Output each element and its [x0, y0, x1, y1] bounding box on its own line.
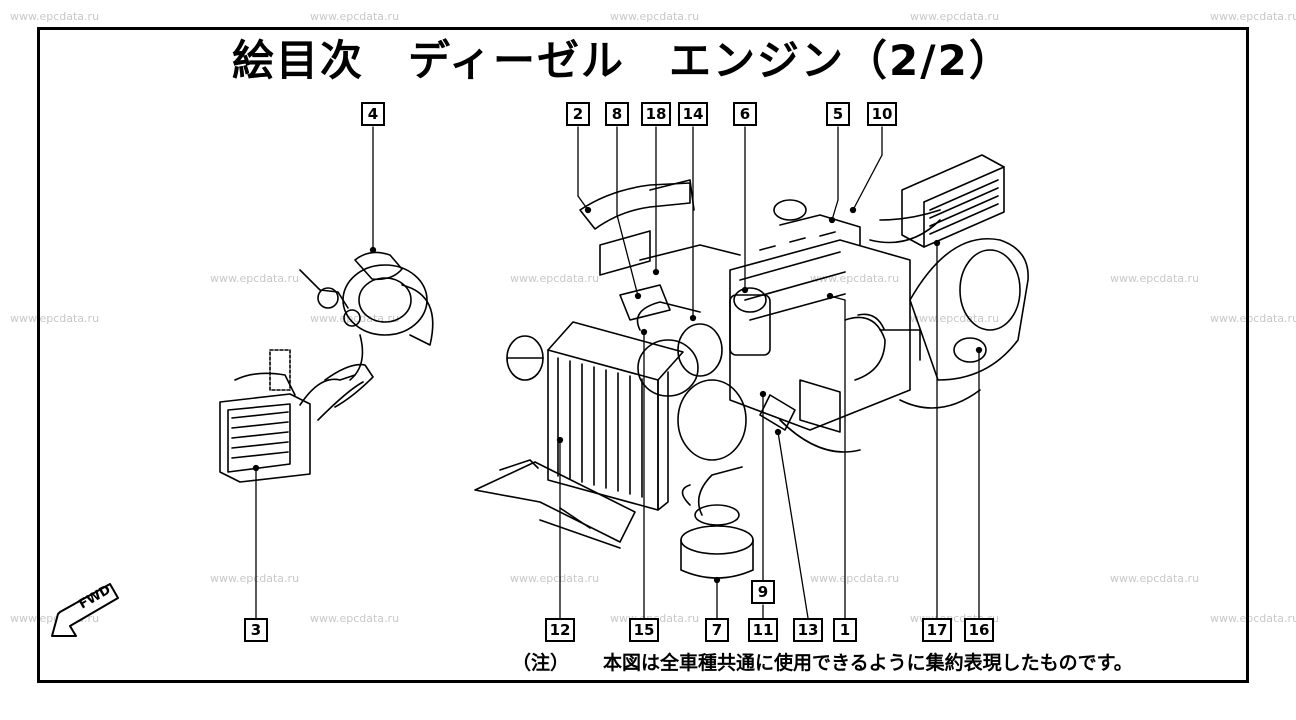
watermark: www.epcdata.ru — [210, 572, 300, 585]
callout-2: 2 — [566, 102, 590, 126]
callout-15: 15 — [629, 618, 659, 642]
watermark: www.epcdata.ru — [1210, 612, 1296, 625]
air-cleaner-drawing — [680, 466, 754, 579]
callout-5: 5 — [826, 102, 850, 126]
watermark: www.epcdata.ru — [1210, 312, 1296, 325]
watermark: www.epcdata.ru — [810, 572, 900, 585]
watermark: www.epcdata.ru — [310, 10, 400, 23]
callout-10: 10 — [867, 102, 897, 126]
transmission-drawing — [879, 238, 1029, 409]
callout-9: 9 — [751, 580, 775, 604]
intercooler-drawing — [219, 349, 374, 483]
callout-1: 1 — [833, 618, 857, 642]
radiator-drawing — [506, 321, 684, 511]
footnote-text: 本図は全車種共通に使用できるように集約表現したものです。 — [603, 652, 1133, 674]
watermark: www.epcdata.ru — [10, 10, 100, 23]
callout-16: 16 — [964, 618, 994, 642]
callout-3: 3 — [244, 618, 268, 642]
heat-shield-drawing — [474, 459, 636, 549]
footnote: （注） 本図は全車種共通に使用できるように集約表現したものです。 — [512, 648, 1133, 675]
hose-drawing — [779, 313, 886, 453]
watermark: www.epcdata.ru — [610, 10, 700, 23]
callout-18: 18 — [641, 102, 671, 126]
callout-17: 17 — [922, 618, 952, 642]
watermark: www.epcdata.ru — [1110, 272, 1200, 285]
page-title: 絵目次 ディーゼル エンジン（2/2） — [232, 36, 1013, 85]
diagram-frame — [37, 27, 1249, 683]
watermark: www.epcdata.ru — [510, 272, 600, 285]
watermark: www.epcdata.ru — [910, 312, 1000, 325]
callout-8: 8 — [605, 102, 629, 126]
callout-11: 11 — [748, 618, 778, 642]
engine-block-drawing — [729, 199, 911, 433]
turbocharger-drawing — [299, 251, 434, 381]
leader-lines — [252, 126, 983, 619]
callout-13: 13 — [793, 618, 823, 642]
watermark: www.epcdata.ru — [1210, 10, 1296, 23]
callout-4: 4 — [361, 102, 385, 126]
watermark: www.epcdata.ru — [310, 612, 400, 625]
watermark: www.epcdata.ru — [910, 10, 1000, 23]
watermark: www.epcdata.ru — [510, 572, 600, 585]
intake-pipe-drawing — [579, 179, 741, 321]
control-unit-drawing — [869, 154, 1005, 248]
callout-14: 14 — [678, 102, 708, 126]
callout-6: 6 — [733, 102, 757, 126]
fan-drawing — [636, 301, 747, 461]
footnote-label: （注） — [512, 652, 570, 674]
callout-12: 12 — [545, 618, 575, 642]
watermark: www.epcdata.ru — [10, 312, 100, 325]
callout-7: 7 — [705, 618, 729, 642]
watermark: www.epcdata.ru — [210, 272, 300, 285]
watermark: www.epcdata.ru — [1110, 572, 1200, 585]
fwd-arrow-icon — [51, 583, 119, 637]
